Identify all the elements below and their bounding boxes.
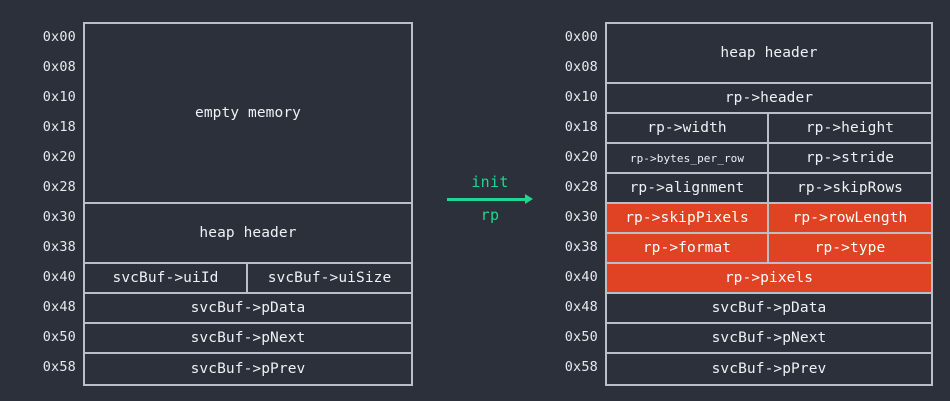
memory-field-svcbuf-pprev: svcBuf->pPrev [711, 361, 827, 377]
address-label: 0x20 [42, 149, 76, 165]
memory-field-empty-memory: empty memory [195, 105, 301, 121]
memory-row: rp->header [607, 84, 931, 114]
memory-field-rp-skippixels: rp->skipPixels [607, 204, 769, 232]
memory-field-rp-format: rp->format [607, 234, 769, 262]
address-label: 0x18 [564, 119, 598, 135]
address-gutter-right: 0x00 0x08 0x10 0x18 0x20 0x28 0x30 0x38 0x40 0x48… [536, 22, 598, 382]
init-arrow-group: init rp [440, 172, 540, 225]
memory-field-svcbuf-uisize: svcBuf->uiSize [267, 270, 392, 286]
address-label: 0x40 [564, 269, 598, 285]
memory-table-after: heap header rp->header rp->width rp->height… [605, 22, 933, 386]
memory-row: heap header [607, 24, 931, 84]
address-label: 0x58 [564, 359, 598, 375]
address-label: 0x10 [564, 89, 598, 105]
address-label: 0x00 [42, 29, 76, 45]
memory-row: rp->alignment rp->skipRows [607, 174, 931, 204]
memory-row: empty memory [85, 24, 411, 204]
address-label: 0x18 [42, 119, 76, 135]
arrow-label-bottom: rp [480, 206, 500, 224]
memory-row: svcBuf->uiId svcBuf->uiSize [85, 264, 411, 294]
address-label: 0x58 [42, 359, 76, 375]
address-label: 0x28 [564, 179, 598, 195]
memory-field-rp-stride: rp->stride [805, 150, 895, 166]
address-label: 0x50 [564, 329, 598, 345]
address-label: 0x48 [564, 299, 598, 315]
address-label: 0x20 [564, 149, 598, 165]
memory-field-svcbuf-pdata: svcBuf->pData [190, 300, 306, 316]
address-label: 0x40 [42, 269, 76, 285]
memory-field-rp-type: rp->type [769, 234, 931, 262]
memory-row: rp->bytes_per_row rp->stride [607, 144, 931, 174]
memory-field-rp-alignment: rp->alignment [607, 174, 769, 202]
arrow-label-top: init [471, 173, 509, 191]
memory-row: svcBuf->pPrev [607, 354, 931, 384]
memory-row: svcBuf->pData [607, 294, 931, 324]
memory-row: svcBuf->pNext [607, 324, 931, 354]
memory-field-rp-skiprows: rp->skipRows [797, 180, 903, 196]
address-label: 0x28 [42, 179, 76, 195]
memory-row: svcBuf->pPrev [85, 354, 411, 384]
address-label: 0x50 [42, 329, 76, 345]
address-label: 0x10 [42, 89, 76, 105]
address-label: 0x00 [564, 29, 598, 45]
memory-row: svcBuf->pNext [85, 324, 411, 354]
memory-row: rp->width rp->height [607, 114, 931, 144]
address-label: 0x30 [564, 209, 598, 225]
memory-field-rp-pixels: rp->pixels [607, 264, 931, 292]
memory-field-svcbuf-pdata: svcBuf->pData [711, 300, 827, 316]
memory-field-svcbuf-pnext: svcBuf->pNext [711, 330, 827, 346]
memory-field-rp-width: rp->width [607, 114, 769, 142]
address-gutter-left: 0x00 0x08 0x10 0x18 0x20 0x28 0x30 0x38 0x40 0x48… [14, 22, 76, 382]
memory-field-heap-header: heap header [720, 45, 818, 61]
memory-field-heap-header: heap header [199, 225, 297, 241]
right-arrow-icon [440, 194, 540, 204]
memory-field-svcbuf-pnext: svcBuf->pNext [190, 330, 306, 346]
memory-row: heap header [85, 204, 411, 264]
address-label: 0x48 [42, 299, 76, 315]
address-label: 0x08 [42, 59, 76, 75]
memory-field-rp-height: rp->height [805, 120, 895, 136]
memory-field-svcbuf-pprev: svcBuf->pPrev [190, 361, 306, 377]
memory-field-svcbuf-uiid: svcBuf->uiId [85, 264, 248, 292]
memory-field-rp-header: rp->header [724, 90, 814, 106]
memory-row: rp->pixels [607, 264, 931, 294]
memory-field-rp-bytes-per-row: rp->bytes_per_row [607, 144, 769, 172]
address-label: 0x08 [564, 59, 598, 75]
memory-field-rp-rowlength: rp->rowLength [769, 204, 931, 232]
address-label: 0x30 [42, 209, 76, 225]
memory-row: svcBuf->pData [85, 294, 411, 324]
address-label: 0x38 [564, 239, 598, 255]
address-label: 0x38 [42, 239, 76, 255]
